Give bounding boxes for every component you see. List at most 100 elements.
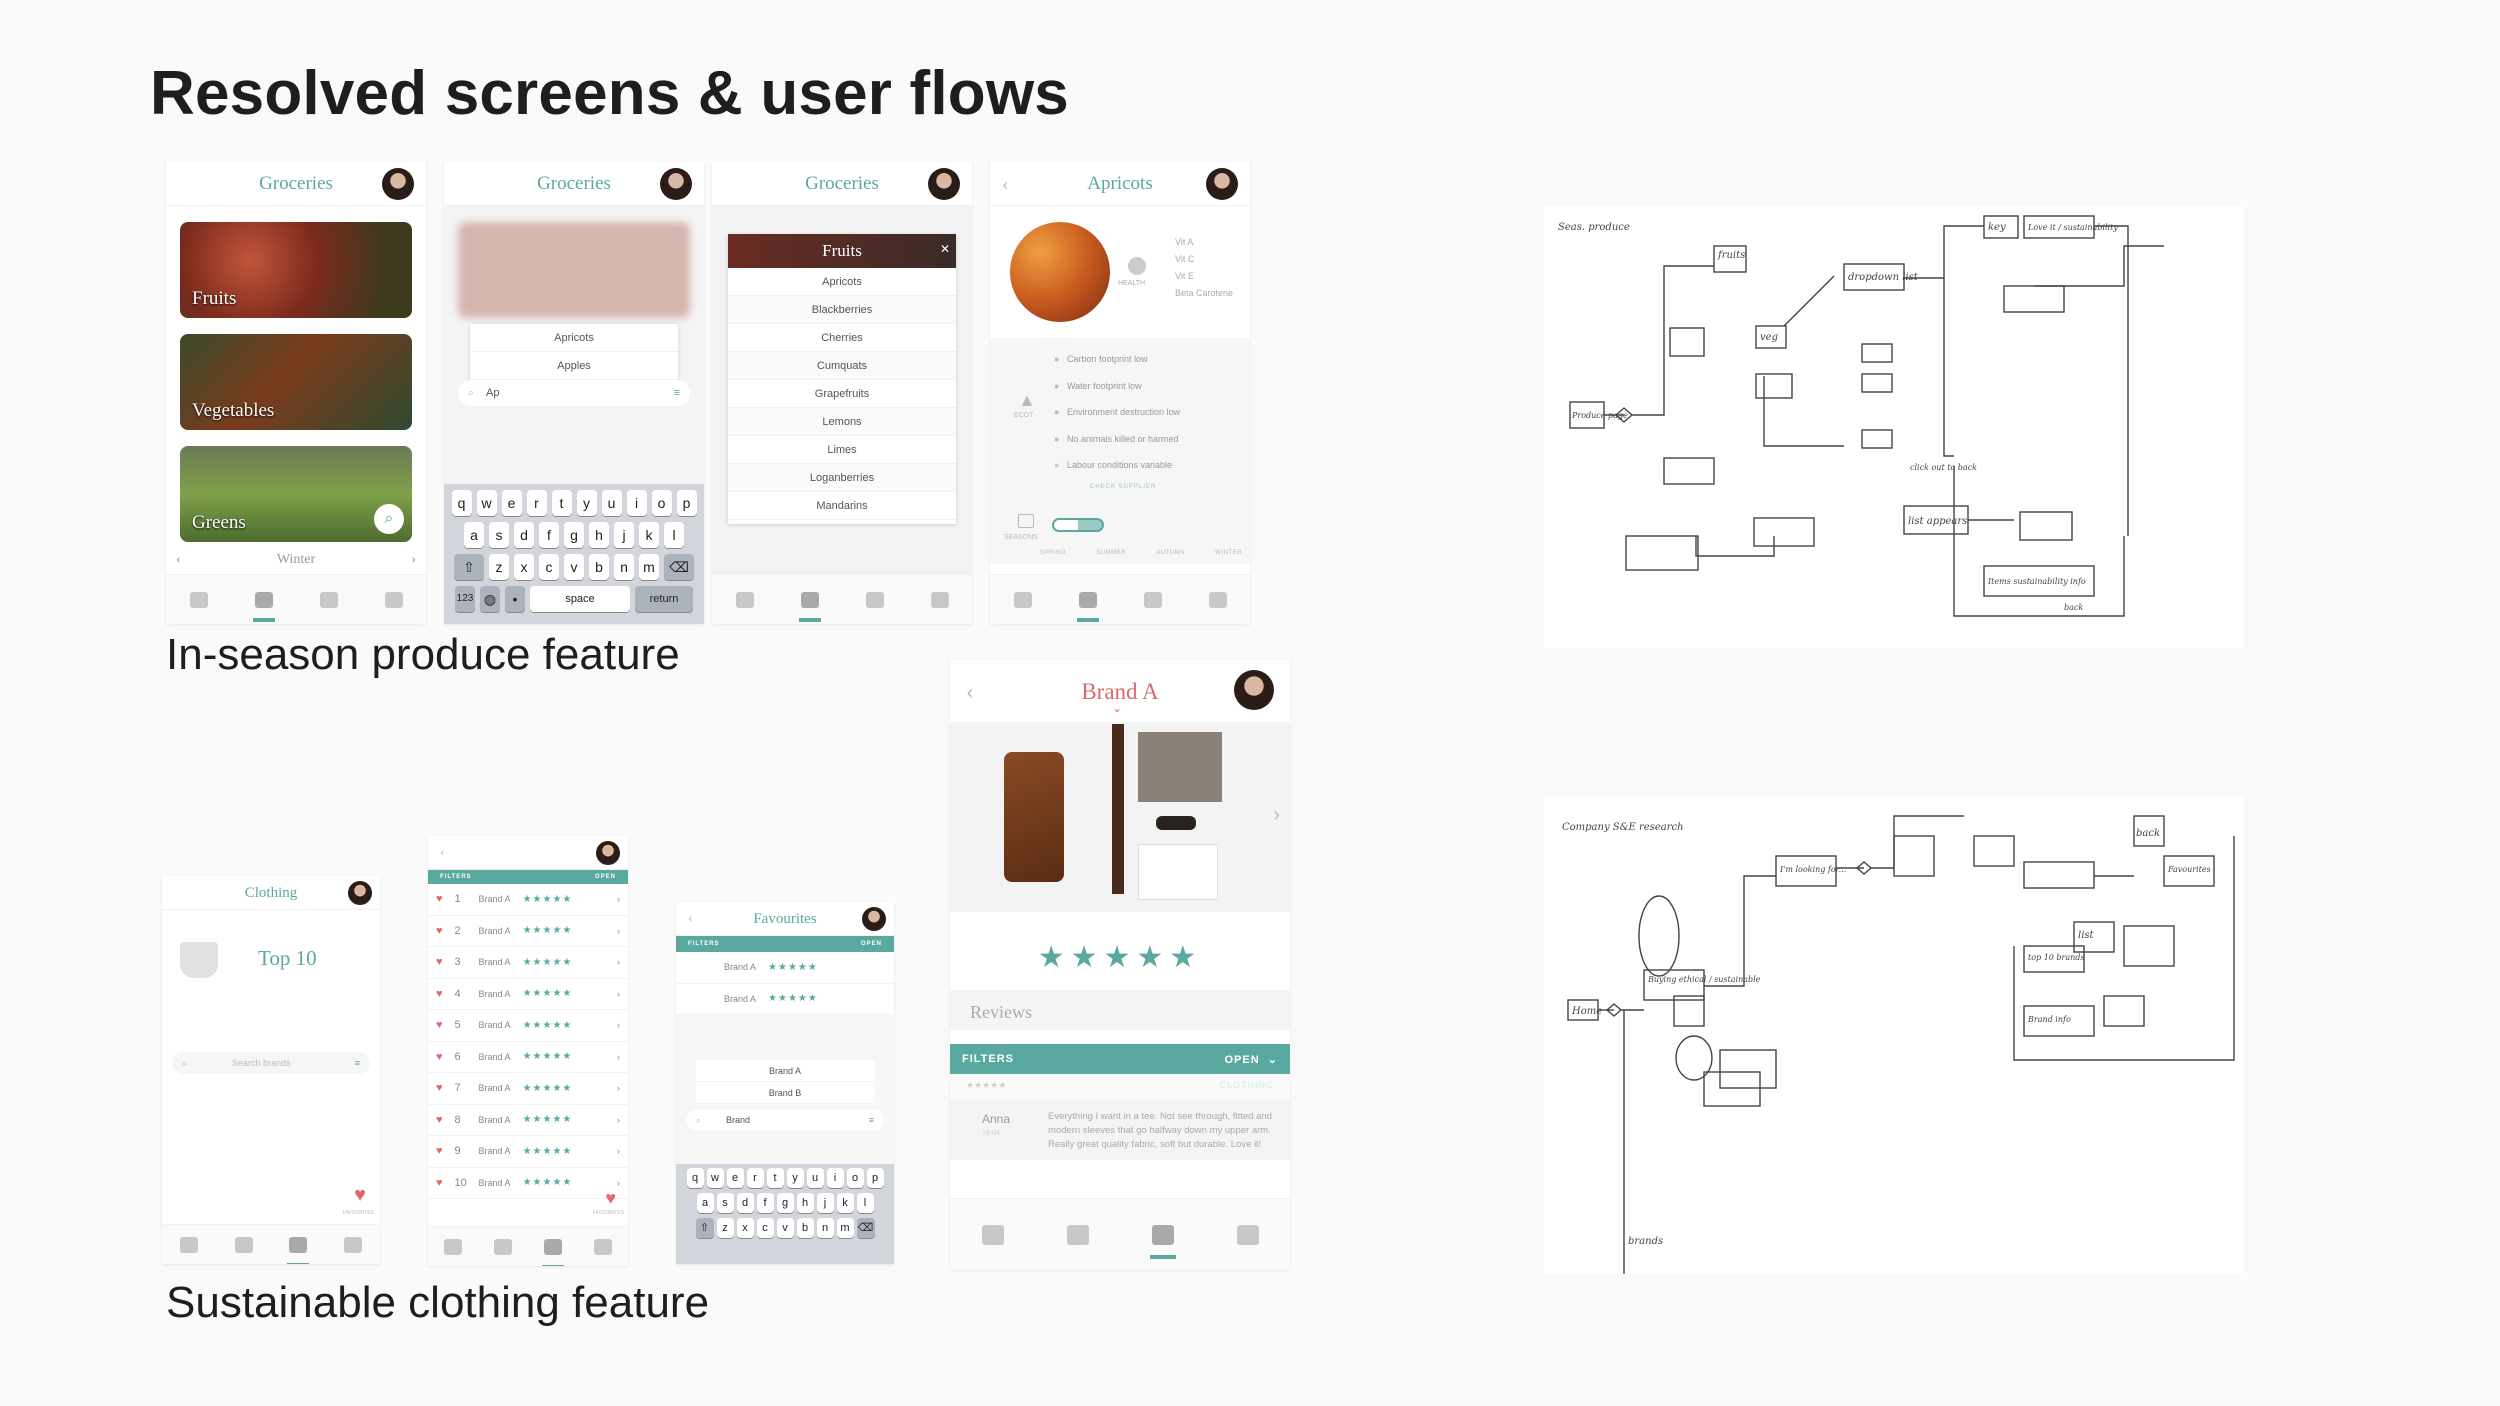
heart-icon[interactable]: ♥ xyxy=(436,1050,443,1063)
filter-icon[interactable]: ≡ xyxy=(354,1058,360,1068)
key-n[interactable]: n xyxy=(614,554,634,580)
avatar[interactable] xyxy=(862,907,886,931)
back-icon[interactable]: ‹ xyxy=(440,845,445,860)
heart-icon[interactable]: ♥ xyxy=(354,1184,366,1206)
key-c[interactable]: c xyxy=(539,554,559,580)
key-z[interactable]: z xyxy=(716,1218,734,1238)
key-k[interactable]: k xyxy=(639,522,659,548)
search-icon[interactable]: ⌕ xyxy=(374,504,404,534)
home-icon[interactable] xyxy=(981,1224,1004,1245)
key-v[interactable]: v xyxy=(776,1218,794,1238)
fruit-item[interactable]: Limes xyxy=(728,436,956,464)
key-a[interactable]: a xyxy=(464,522,484,548)
fruit-item[interactable]: Loganberries xyxy=(728,464,956,492)
back-icon[interactable]: ‹ xyxy=(966,679,974,705)
chevron-down-icon[interactable]: ⌄ xyxy=(1112,701,1123,715)
clothing-tab-icon[interactable] xyxy=(319,591,338,608)
chevron-right-icon[interactable]: › xyxy=(617,1177,620,1188)
clothing-tab-icon[interactable] xyxy=(1149,1224,1176,1259)
filter-icon[interactable]: ≡ xyxy=(868,1115,874,1125)
favourite-row[interactable]: Brand A★★★★★ xyxy=(676,952,894,984)
key-r[interactable]: r xyxy=(746,1168,764,1188)
key-s[interactable]: s xyxy=(716,1193,734,1213)
home-icon[interactable] xyxy=(735,591,754,608)
key-b[interactable]: b xyxy=(796,1218,814,1238)
produce-tab-icon[interactable] xyxy=(1066,1224,1089,1245)
key-v[interactable]: v xyxy=(564,554,584,580)
produce-tab-icon[interactable] xyxy=(234,1236,253,1253)
key-r[interactable]: r xyxy=(526,490,547,516)
mic-icon[interactable]: • xyxy=(505,586,525,612)
screen-title[interactable]: Brand A xyxy=(1081,679,1159,704)
key-w[interactable]: w xyxy=(476,490,497,516)
rating-filter-stars[interactable]: ★★★★★ xyxy=(966,1080,1007,1090)
avatar[interactable] xyxy=(1206,168,1238,200)
key-f[interactable]: f xyxy=(539,522,559,548)
key-s[interactable]: s xyxy=(489,522,509,548)
suggestion-item[interactable]: Brand B xyxy=(696,1082,874,1104)
heart-icon[interactable]: ♥ xyxy=(436,893,443,906)
home-icon[interactable] xyxy=(189,591,208,608)
category-card-greens[interactable]: Greens ⌕ xyxy=(180,446,412,542)
heart-icon[interactable]: ♥ xyxy=(605,1188,616,1208)
fruit-item[interactable]: Blackberries xyxy=(728,296,956,324)
fruit-item[interactable]: Lemons xyxy=(728,408,956,436)
produce-tab-icon[interactable] xyxy=(798,591,821,622)
refresh-icon[interactable] xyxy=(1236,1224,1259,1245)
fruit-item[interactable]: Mandarins xyxy=(728,492,956,520)
fruit-item[interactable]: Apricots xyxy=(728,268,956,296)
key-h[interactable]: h xyxy=(589,522,609,548)
chevron-right-icon[interactable]: › xyxy=(617,988,620,999)
chevron-right-icon[interactable]: › xyxy=(617,1114,620,1125)
key-l[interactable]: l xyxy=(856,1193,874,1213)
favourite-row[interactable]: Brand A★★★★★ xyxy=(676,984,894,1015)
avatar[interactable] xyxy=(1234,670,1274,710)
key-u[interactable]: u xyxy=(806,1168,824,1188)
suggestion-item[interactable]: Apricots xyxy=(470,324,678,352)
heart-icon[interactable]: ♥ xyxy=(436,1082,443,1095)
shift-key[interactable]: ⇧ xyxy=(695,1218,714,1238)
produce-tab-icon[interactable] xyxy=(252,591,275,622)
category-tag[interactable]: CLOTHING xyxy=(1219,1080,1274,1090)
chevron-right-icon[interactable]: › xyxy=(1273,804,1280,826)
key-f[interactable]: f xyxy=(756,1193,774,1213)
produce-tab-icon[interactable] xyxy=(1076,591,1099,622)
close-icon[interactable]: ✕ xyxy=(939,242,950,256)
filters-bar[interactable]: FILTERS OPEN ⌄ xyxy=(950,1044,1290,1074)
key-e[interactable]: e xyxy=(501,490,522,516)
fruit-item[interactable]: Cumquats xyxy=(728,352,956,380)
key-x[interactable]: x xyxy=(514,554,534,580)
chevron-right-icon[interactable]: › xyxy=(411,552,416,567)
chevron-right-icon[interactable]: › xyxy=(617,1146,620,1157)
heart-icon[interactable]: ♥ xyxy=(436,1019,443,1032)
key-m[interactable]: m xyxy=(639,554,659,580)
avatar[interactable] xyxy=(660,168,692,200)
refresh-icon[interactable] xyxy=(1208,591,1227,608)
key-g[interactable]: g xyxy=(564,522,584,548)
category-card-fruits[interactable]: Fruits xyxy=(180,222,412,318)
filters-bar[interactable]: FILTERS OPEN xyxy=(676,936,894,952)
clothing-tab-icon[interactable] xyxy=(1143,591,1162,608)
top10-link[interactable]: Top 10 xyxy=(258,946,317,970)
refresh-icon[interactable] xyxy=(930,591,949,608)
chevron-right-icon[interactable]: › xyxy=(617,1020,620,1031)
key-d[interactable]: d xyxy=(514,522,534,548)
brand-search-input[interactable]: ⌕ Brand ≡ xyxy=(686,1110,884,1130)
filters-bar[interactable]: FILTERS OPEN xyxy=(428,870,628,884)
key-c[interactable]: c xyxy=(756,1218,774,1238)
shift-key[interactable]: ⇧ xyxy=(454,554,484,580)
suggestion-item[interactable]: Apples xyxy=(470,352,678,380)
space-key[interactable]: space xyxy=(530,586,630,612)
numbers-key[interactable]: 123 xyxy=(455,586,475,612)
search-input[interactable]: ⌕ Ap ≡ xyxy=(458,380,690,406)
key-j[interactable]: j xyxy=(816,1193,834,1213)
key-o[interactable]: o xyxy=(651,490,672,516)
